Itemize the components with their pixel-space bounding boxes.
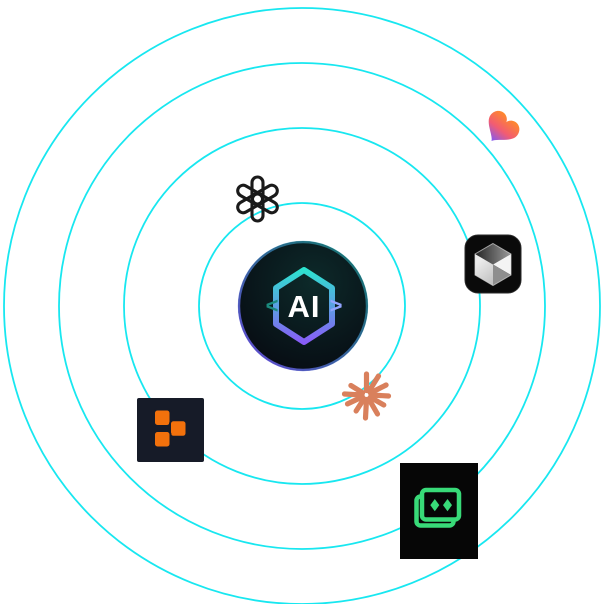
badge-bracket-right: >	[330, 293, 343, 318]
orange-blocks-logo	[137, 398, 204, 462]
ray	[353, 396, 367, 414]
cube-front-face	[493, 264, 511, 286]
cube-outline	[474, 242, 512, 287]
ray	[368, 392, 392, 399]
cursor-cube-logo	[464, 234, 522, 294]
ray	[366, 396, 381, 417]
ai-badge: < > AI	[237, 240, 369, 372]
ray	[366, 373, 382, 394]
ray	[344, 394, 366, 407]
orbit-ring-1	[198, 202, 406, 410]
orbit-ring-3	[58, 62, 546, 550]
openai-flower-logo	[236, 175, 279, 223]
hexagon-frame-icon	[273, 267, 335, 345]
gradient-heart-logo	[488, 110, 520, 142]
block	[169, 419, 188, 438]
green-robot-face-logo	[400, 463, 478, 559]
ray	[348, 382, 366, 396]
ray	[362, 396, 370, 421]
ray	[367, 382, 389, 396]
robot-eye	[443, 499, 452, 512]
knot-link	[236, 183, 265, 206]
cube-3d-icon	[474, 242, 512, 287]
heart-shape	[488, 110, 520, 142]
orbit-ring-2	[123, 127, 481, 485]
robot-frame	[419, 487, 462, 522]
badge-ring	[237, 240, 369, 372]
orbit-rings	[3, 7, 601, 604]
ray	[341, 391, 365, 398]
orbit-ring-4	[3, 7, 601, 604]
badge-label: AI	[288, 289, 321, 324]
badge-circle	[238, 241, 368, 371]
robot-eyes	[430, 499, 452, 512]
claude-starburst-logo	[341, 371, 392, 421]
badge-bracket-left: <	[266, 293, 279, 318]
cube-right-face	[493, 254, 511, 275]
block	[153, 430, 172, 449]
robot-eye	[430, 499, 440, 512]
block	[153, 408, 172, 427]
ray	[367, 394, 387, 408]
